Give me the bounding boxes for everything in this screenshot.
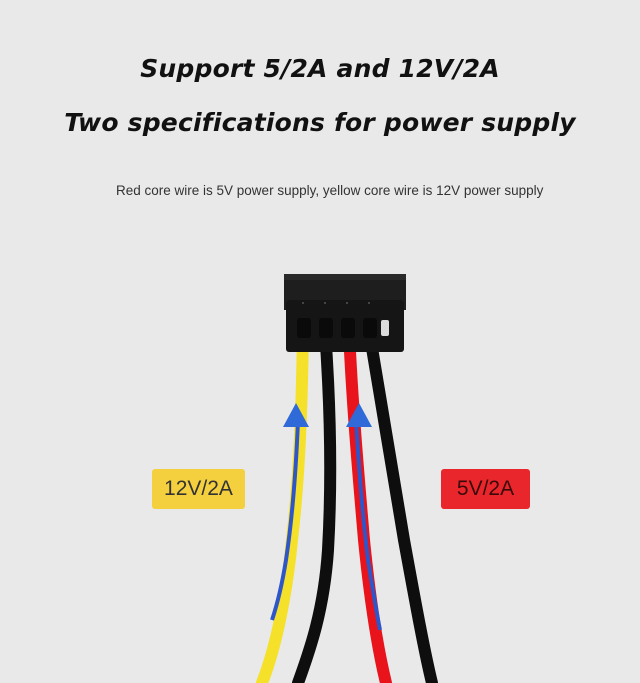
headline-line-2: Two specifications for power supply	[64, 108, 576, 137]
label-12v-2a: 12V/2A	[152, 469, 245, 509]
arrow-up-icon	[283, 403, 309, 427]
caption-text: Red core wire is 5V power supply, yellow…	[116, 183, 544, 198]
arrow-up-icon	[346, 403, 372, 427]
wires	[256, 324, 438, 683]
connector-plug	[284, 274, 406, 352]
yellow-wire-blue-stripe	[270, 419, 300, 621]
headline-line-1: Support 5/2A and 12V/2A	[140, 54, 500, 83]
red-wire-blue-stripe	[354, 419, 382, 631]
black-wire-2	[363, 324, 438, 683]
label-5v-2a: 5V/2A	[441, 469, 530, 509]
yellow-wire	[256, 324, 309, 683]
black-wire-1	[292, 324, 337, 683]
